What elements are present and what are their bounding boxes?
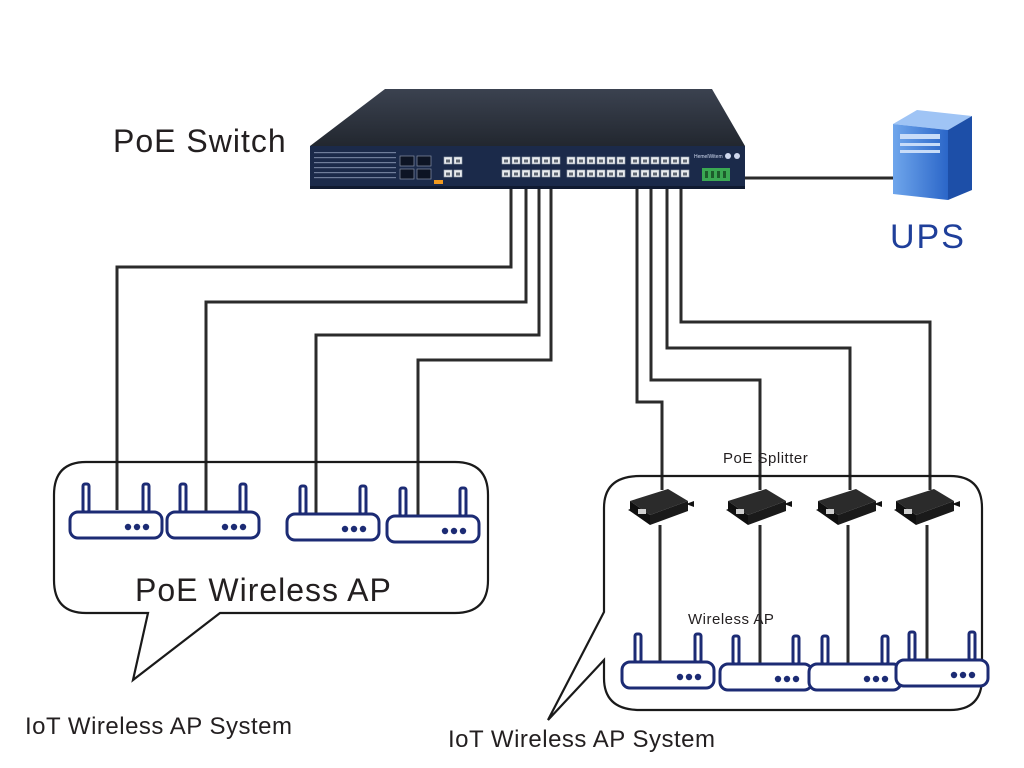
cables-to-splitters bbox=[635, 183, 932, 490]
poe-wireless-ap-2 bbox=[165, 482, 261, 540]
cable-ap-1 bbox=[115, 183, 513, 510]
poe-switch: HemelWitem bbox=[310, 89, 745, 189]
label-wireless-ap: Wireless AP bbox=[688, 611, 774, 628]
cable-splitter-1 bbox=[635, 183, 664, 490]
cable-ap-3 bbox=[314, 183, 541, 515]
cable-ap-4 bbox=[416, 183, 553, 516]
cable-splitter-4 bbox=[679, 183, 932, 490]
label-poe-splitter: PoE Splitter bbox=[723, 450, 808, 467]
poe-wireless-ap-4 bbox=[385, 486, 481, 544]
ups-icon bbox=[893, 110, 972, 200]
label-system-left: IoT Wireless AP System bbox=[25, 713, 293, 740]
wireless-ap-1 bbox=[620, 632, 716, 690]
poe-splitter-1 bbox=[628, 489, 694, 525]
callout-bubble-left bbox=[52, 460, 490, 683]
label-poe-switch: PoE Switch bbox=[113, 123, 287, 159]
cable-splitter-2 bbox=[649, 183, 762, 490]
cable-ap-2 bbox=[204, 183, 528, 515]
label-system-right: IoT Wireless AP System bbox=[448, 726, 716, 753]
poe-splitter-group bbox=[628, 489, 960, 525]
cable-splitter-3 bbox=[665, 183, 852, 490]
cables-splitter-to-ap bbox=[658, 525, 929, 674]
label-poe-wireless-ap: PoE Wireless AP bbox=[135, 572, 392, 608]
poe-wireless-ap-3 bbox=[285, 484, 381, 542]
wireless-ap-group bbox=[620, 630, 990, 692]
poe-splitter-3 bbox=[816, 489, 882, 525]
wireless-ap-3 bbox=[807, 634, 903, 692]
poe-splitter-2 bbox=[726, 489, 792, 525]
switch-top-panel bbox=[310, 89, 745, 146]
switch-brand: HemelWitem bbox=[694, 154, 723, 160]
wireless-ap-2 bbox=[718, 634, 814, 692]
label-ups: UPS bbox=[890, 218, 966, 256]
poe-splitter-4 bbox=[894, 489, 960, 525]
cables-to-poe-ap bbox=[115, 183, 553, 516]
wireless-ap-4 bbox=[894, 630, 990, 688]
callout-bubble-right bbox=[547, 474, 984, 721]
